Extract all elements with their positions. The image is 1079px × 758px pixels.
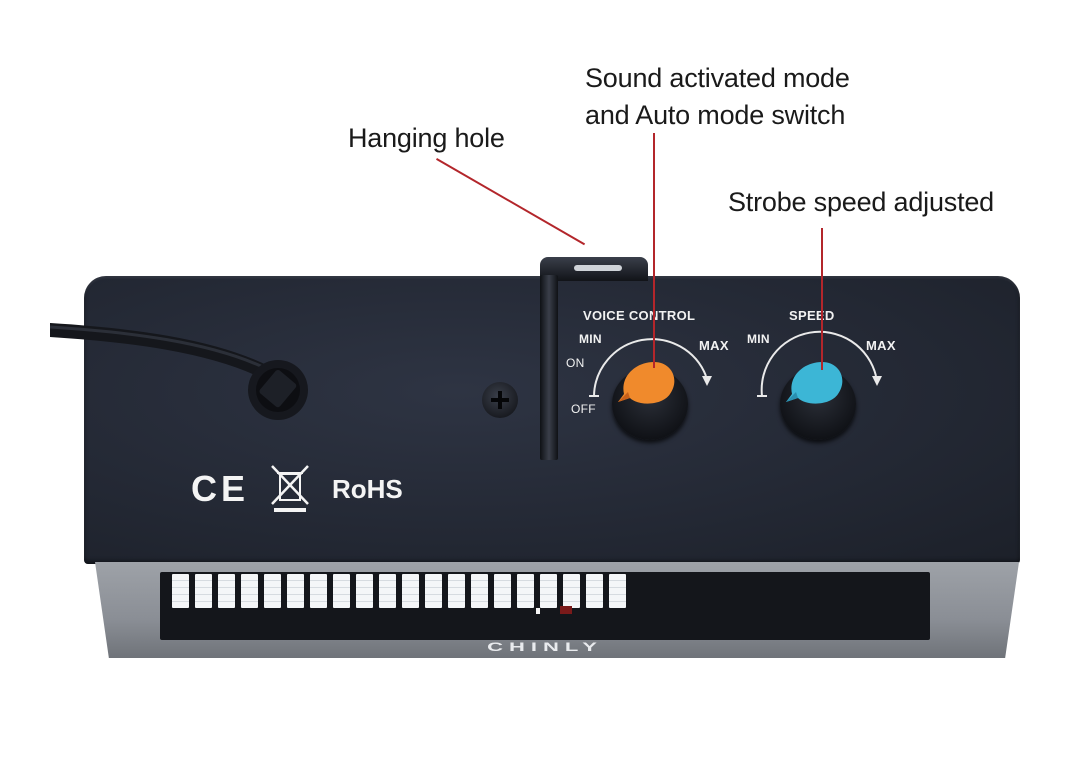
brand-logo: CHINLY [487, 640, 603, 654]
led-segment [609, 574, 626, 608]
led-wire-red [560, 606, 572, 614]
voice-control-knob[interactable] [614, 356, 684, 412]
rohs-mark: RoHS [332, 474, 403, 504]
led-segment [471, 574, 488, 608]
ce-mark: CE [191, 468, 250, 509]
led-segment [172, 574, 189, 608]
led-segment [586, 574, 603, 608]
speed-min-label: MIN [747, 332, 770, 346]
voice-min-label: MIN [579, 332, 602, 346]
led-segment [218, 574, 235, 608]
led-segment [425, 574, 442, 608]
callout-strobe-speed: Strobe speed adjusted [728, 187, 994, 217]
callout-line-voice-control [653, 133, 655, 368]
callout-line-hanging-hole [436, 158, 586, 246]
screw-icon [482, 382, 518, 418]
led-segment [264, 574, 281, 608]
speed-arc-scale [757, 330, 882, 397]
led-segment [195, 574, 212, 608]
led-segment [540, 574, 557, 608]
led-segment [310, 574, 327, 608]
voice-off-label: OFF [571, 402, 596, 416]
hanging-hole [574, 265, 622, 271]
speed-max-label: MAX [866, 338, 896, 353]
voice-max-label: MAX [699, 338, 729, 353]
led-wire-white [536, 608, 540, 614]
led-segment [287, 574, 304, 608]
callout-line-speed [821, 228, 823, 370]
led-segment [402, 574, 419, 608]
led-segment [494, 574, 511, 608]
callout-sound-mode-line1: Sound activated mode [585, 63, 850, 93]
led-segment [563, 574, 580, 608]
callout-sound-mode-line2: and Auto mode switch [585, 100, 846, 130]
led-segment [517, 574, 534, 608]
voice-arc-scale [589, 338, 712, 397]
speed-knob[interactable] [782, 356, 852, 412]
led-segment [448, 574, 465, 608]
led-segment [356, 574, 373, 608]
weee-crossed-bin-icon [271, 465, 309, 512]
led-segment [241, 574, 258, 608]
led-strip [172, 574, 626, 608]
voice-on-label: ON [566, 356, 585, 370]
speed-label: SPEED [789, 308, 835, 323]
power-cable-icon [50, 323, 308, 420]
led-segment [333, 574, 350, 608]
voice-control-label: VOICE CONTROL [583, 308, 696, 323]
callout-hanging-hole: Hanging hole [348, 123, 505, 153]
bracket-side [540, 275, 558, 460]
led-segment [379, 574, 396, 608]
